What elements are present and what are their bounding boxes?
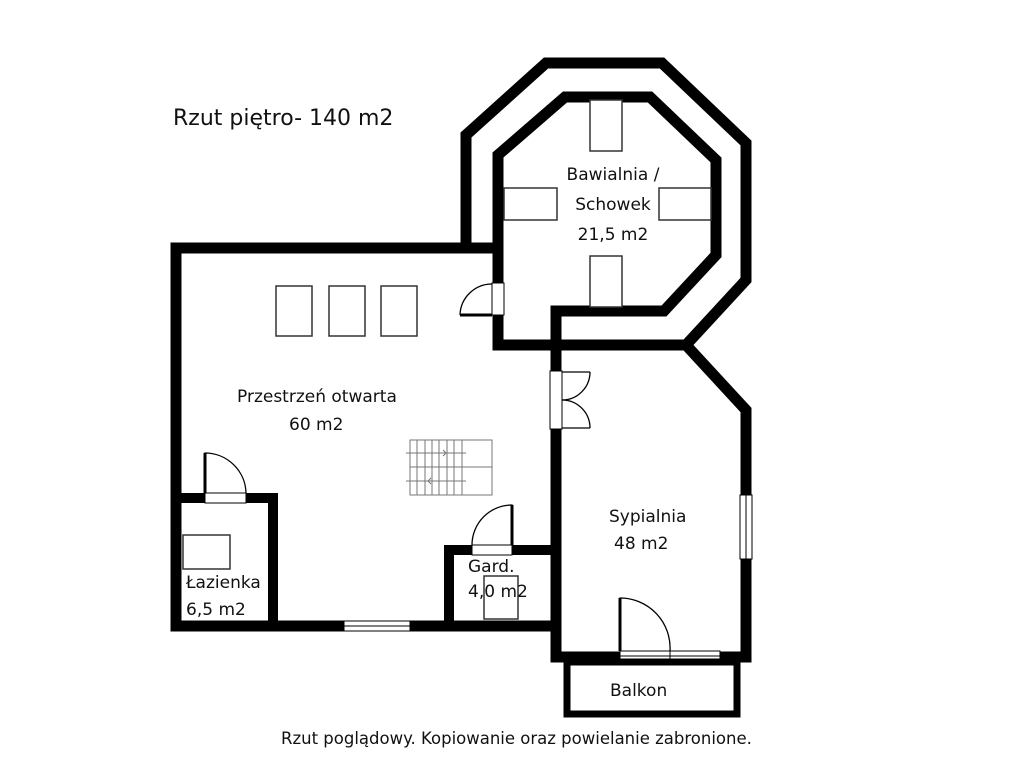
octagon-outer-wall [460, 57, 752, 349]
room-area: 60 m2 [289, 415, 344, 435]
skylight [380, 285, 418, 337]
balcony-door-swing [619, 597, 671, 652]
room-name: Sypialnia [609, 507, 687, 527]
bedroom-wall [550, 341, 752, 663]
wardrobe-wall [444, 545, 556, 626]
room-label-bedroom: Sypialnia 48 m2 [609, 504, 686, 558]
room-label-bathroom: Łazienka 6,5 m2 [186, 570, 261, 624]
wardrobe-door-swing [471, 504, 513, 546]
plan-title: Rzut piętro- 140 m2 [173, 106, 394, 131]
skylight [503, 187, 558, 221]
bedroom-door-swing-bottom [561, 399, 591, 429]
skylight [589, 99, 623, 152]
room-area: 48 m2 [614, 534, 669, 554]
room-area: 21,5 m2 [577, 225, 649, 245]
room-label-open-space: Przestrzeń otwarta 60 m2 [237, 383, 397, 439]
skylight [328, 285, 366, 337]
copyright-notice: Rzut poglądowy. Kopiowanie oraz powielan… [281, 729, 752, 748]
octagon-door-swing [459, 283, 493, 316]
room-label-balcony: Balkon [610, 681, 668, 701]
room-area: 4,0 m2 [468, 582, 528, 602]
wardrobe-door-frame [471, 544, 513, 556]
octagon-inner-wall [492, 91, 722, 348]
room-label-wardrobe: Gard. 4,0 m2 [468, 555, 528, 605]
skylight [275, 285, 313, 337]
wardrobe-fixture [483, 575, 519, 620]
room-name: Łazienka [186, 573, 261, 593]
room-area: 6,5 m2 [186, 600, 246, 620]
room-name: Gard. [468, 557, 515, 577]
room-label-playroom: Bawialnia / Schowek 21,5 m2 [558, 160, 668, 250]
room-name: Bawialnia / [566, 165, 660, 185]
balcony-outline [563, 658, 741, 718]
bathroom-fixture [182, 534, 231, 570]
bedroom-door-swing-top [561, 371, 591, 401]
skylight [658, 187, 712, 221]
bedroom-double-door-frame [549, 370, 563, 430]
bathroom-door-frame [204, 492, 247, 504]
staircase [406, 439, 493, 496]
octagon-door-frame [491, 282, 505, 316]
skylight [589, 255, 623, 308]
bathroom-door-swing [204, 452, 247, 494]
room-name: Przestrzeń otwarta [237, 387, 397, 407]
room-name: Schowek [575, 195, 651, 215]
corridor-wall [492, 248, 686, 351]
